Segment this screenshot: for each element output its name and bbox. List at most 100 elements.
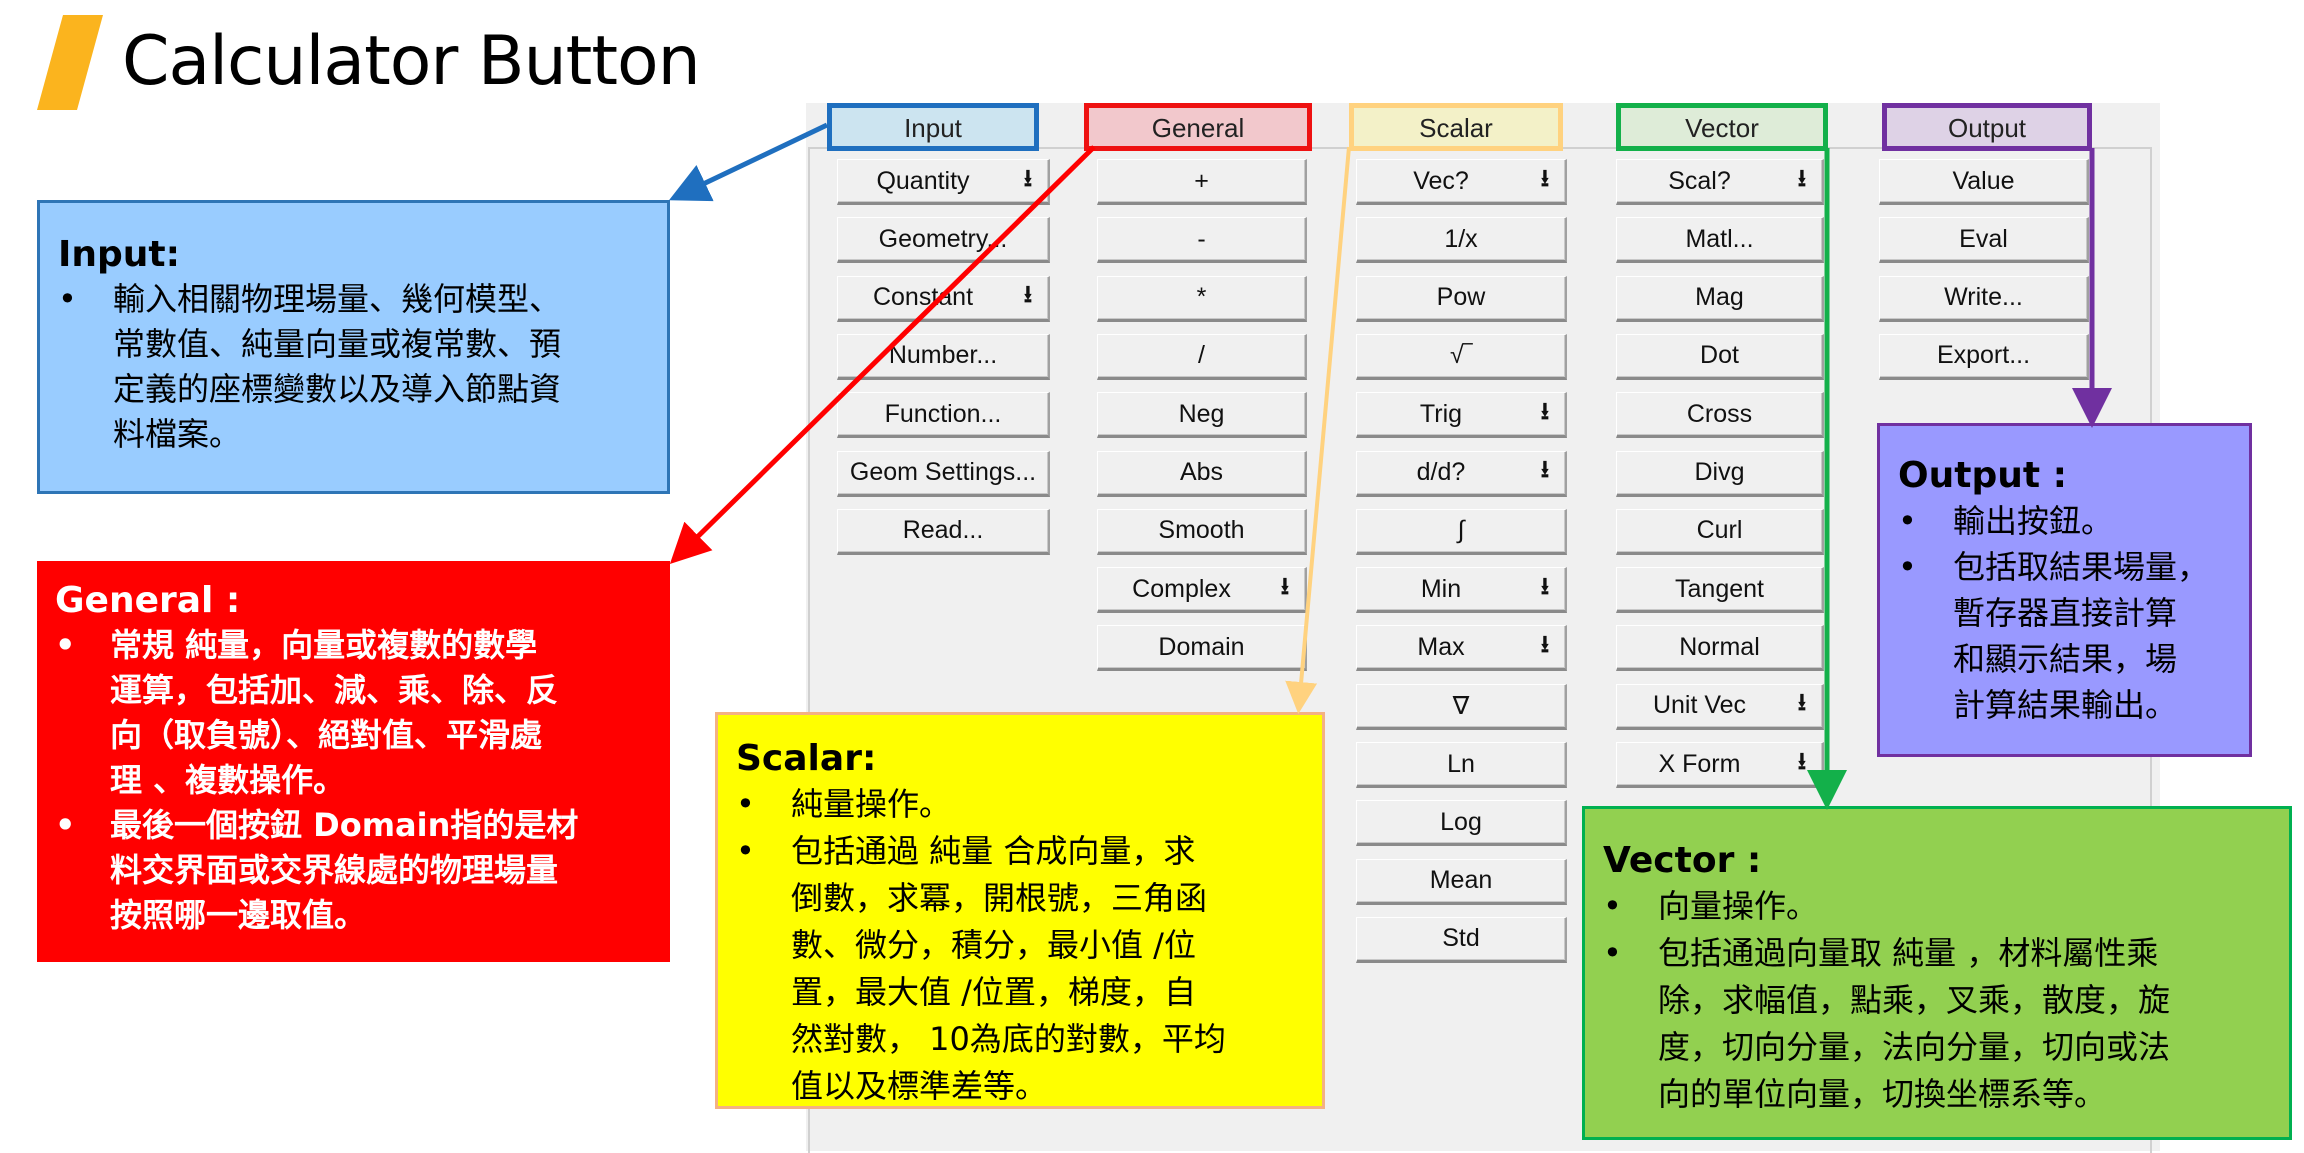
calc-button-vec[interactable]: Vec? ⭳: [1356, 159, 1567, 205]
button-label: Constant: [872, 283, 974, 312]
calc-button-smooth[interactable]: Smooth: [1097, 508, 1307, 555]
vector-description-box: Vector : 向量操作。包括通過向量取 純量 ，材料屬性乘除，求幅值，點乘，叉…: [1582, 806, 2292, 1140]
download-arrow-icon: ⭳: [1280, 572, 1290, 600]
calc-button-tangent[interactable]: Tangent: [1616, 567, 1824, 614]
bullet-line: 暫存器直接計算: [1953, 594, 2178, 632]
download-arrow-icon: ⭳: [1540, 572, 1550, 600]
bullet-line: 然對數， 10為底的對數，平均: [791, 1020, 1226, 1058]
calc-button-geom-settings[interactable]: Geom Settings...: [837, 450, 1050, 497]
calc-button-curl[interactable]: Curl: [1616, 508, 1824, 555]
calc-button-trig[interactable]: Trig⭳: [1356, 392, 1567, 439]
calc-button-write[interactable]: Write...: [1879, 275, 2089, 322]
tab-output[interactable]: Output: [1882, 103, 2092, 151]
bullet-item: 常規 純量，向量或複數的數學運算，包括加、減、乘、除、反向（取負號）、絕對值、平…: [55, 623, 670, 803]
button-label: Number...: [888, 341, 998, 370]
download-arrow-icon: ⭳: [1797, 747, 1807, 775]
calc-button-normal[interactable]: Normal: [1616, 625, 1824, 672]
button-label: +: [1194, 166, 1209, 195]
bullet-line: 向（取負號）、絕對值、平滑處: [110, 716, 543, 754]
calc-button-domain[interactable]: Domain: [1097, 625, 1307, 672]
button-label: Std: [1442, 924, 1480, 953]
button-label: ∫: [1457, 516, 1465, 545]
button-label: Complex: [1132, 574, 1231, 603]
button-label: Log: [1440, 807, 1482, 836]
calc-button-[interactable]: /: [1097, 333, 1307, 380]
calc-button-mean[interactable]: Mean: [1356, 858, 1567, 905]
calc-button-geometry[interactable]: Geometry...: [837, 217, 1050, 264]
calc-button-unit-vec[interactable]: Unit Vec⭳: [1616, 683, 1824, 730]
calc-button-std[interactable]: Std: [1356, 916, 1567, 963]
calc-button-[interactable]: -: [1097, 217, 1307, 264]
calc-button-[interactable]: ∫: [1356, 508, 1567, 555]
button-label: ∇: [1452, 691, 1470, 720]
button-label: Mag: [1695, 283, 1744, 312]
calc-button-value[interactable]: Value: [1879, 159, 2089, 205]
bullet-item: 包括通過向量取 純量 ，材料屬性乘除，求幅值，點乘，叉乘，散度，旋度，切向分量，…: [1603, 930, 2289, 1118]
calc-button-1-x[interactable]: 1/x: [1356, 217, 1567, 264]
calc-button-cross[interactable]: Cross: [1616, 392, 1824, 439]
bullet-line: 按照哪一邊取值。: [110, 896, 367, 934]
calc-button-d-d[interactable]: d/d?⭳: [1356, 450, 1567, 497]
button-label: Value: [1952, 166, 2015, 195]
calc-button-complex[interactable]: Complex ⭳: [1097, 567, 1307, 614]
download-arrow-icon: ⭳: [1540, 164, 1550, 192]
calc-button-matl[interactable]: Matl...: [1616, 217, 1824, 264]
tab-scalar[interactable]: Scalar: [1349, 103, 1563, 151]
calc-button-export[interactable]: Export...: [1879, 333, 2089, 380]
calc-button-constant[interactable]: Constant ⭳: [837, 275, 1050, 322]
bullet-line: 向量操作。: [1658, 887, 1819, 925]
bullet-line: 置，最大值 /位置，梯度，自: [791, 973, 1196, 1011]
calc-button-ln[interactable]: Ln: [1356, 742, 1567, 788]
calc-button-pow[interactable]: Pow: [1356, 275, 1567, 322]
calc-button-[interactable]: *: [1097, 275, 1307, 322]
bullet-line: 輸出按鈕。: [1953, 502, 2114, 540]
bullet-line: 向的單位向量，切換坐標系等。: [1658, 1075, 2107, 1113]
calc-button-function[interactable]: Function...: [837, 392, 1050, 439]
bullet-line: 輸入相關物理場量、幾何模型、: [113, 280, 562, 318]
calc-button-abs[interactable]: Abs: [1097, 450, 1307, 497]
output-heading: Output :: [1898, 455, 2067, 496]
button-label: Pow: [1436, 283, 1486, 312]
vector-heading: Vector :: [1603, 840, 1762, 881]
calc-button-mag[interactable]: Mag: [1616, 275, 1824, 322]
calc-button-max[interactable]: Max⭳: [1356, 625, 1567, 672]
button-label: Geom Settings...: [849, 458, 1037, 486]
button-label: Tangent: [1675, 574, 1764, 603]
download-arrow-icon: ⭳: [1023, 281, 1033, 309]
calc-button-log[interactable]: Log: [1356, 800, 1567, 847]
calc-button-dot[interactable]: Dot: [1616, 333, 1824, 380]
button-label: /: [1198, 341, 1205, 370]
bullet-line: 定義的座標變數以及導入節點資: [113, 370, 562, 408]
calc-button-scal[interactable]: Scal?⭳: [1616, 159, 1824, 205]
bullet-line: 倒數，求冪，開根號，三角函: [791, 879, 1208, 917]
calc-button-[interactable]: +: [1097, 159, 1307, 205]
button-label: X Form: [1658, 749, 1741, 778]
calc-button-number[interactable]: Number...: [837, 333, 1050, 380]
calc-button-read[interactable]: Read...: [837, 508, 1050, 555]
calc-button-neg[interactable]: Neg: [1097, 392, 1307, 439]
tab-input[interactable]: Input: [827, 103, 1039, 151]
calc-button-eval[interactable]: Eval: [1879, 217, 2089, 264]
tab-general[interactable]: General: [1084, 103, 1312, 151]
calc-button-[interactable]: ∇: [1356, 683, 1567, 730]
calc-button-x-form[interactable]: X Form ⭳: [1616, 742, 1824, 788]
tab-vector[interactable]: Vector: [1616, 103, 1828, 151]
bullet-line: 料檔案。: [113, 415, 242, 453]
download-arrow-icon: ⭳: [1540, 456, 1550, 483]
button-label: Vec?: [1413, 166, 1469, 195]
button-label: Mean: [1429, 866, 1493, 895]
calc-button-quantity[interactable]: Quantity⭳: [837, 159, 1050, 205]
calc-button-divg[interactable]: Divg: [1616, 450, 1824, 497]
button-label: Geometry...: [878, 224, 1008, 253]
button-label: Min: [1420, 574, 1462, 603]
bullet-line: 包括通過 純量 合成向量，求: [791, 832, 1196, 870]
bullet-line: 數、微分，積分，最小值 /位: [791, 926, 1196, 964]
download-arrow-icon: ⭳: [1797, 689, 1807, 717]
button-label: Normal: [1679, 632, 1760, 661]
scalar-heading: Scalar:: [736, 738, 877, 779]
calc-button-min[interactable]: Min ⭳: [1356, 567, 1567, 614]
page-title: Calculator Button: [122, 22, 701, 101]
calc-button-[interactable]: √‾: [1356, 333, 1567, 380]
